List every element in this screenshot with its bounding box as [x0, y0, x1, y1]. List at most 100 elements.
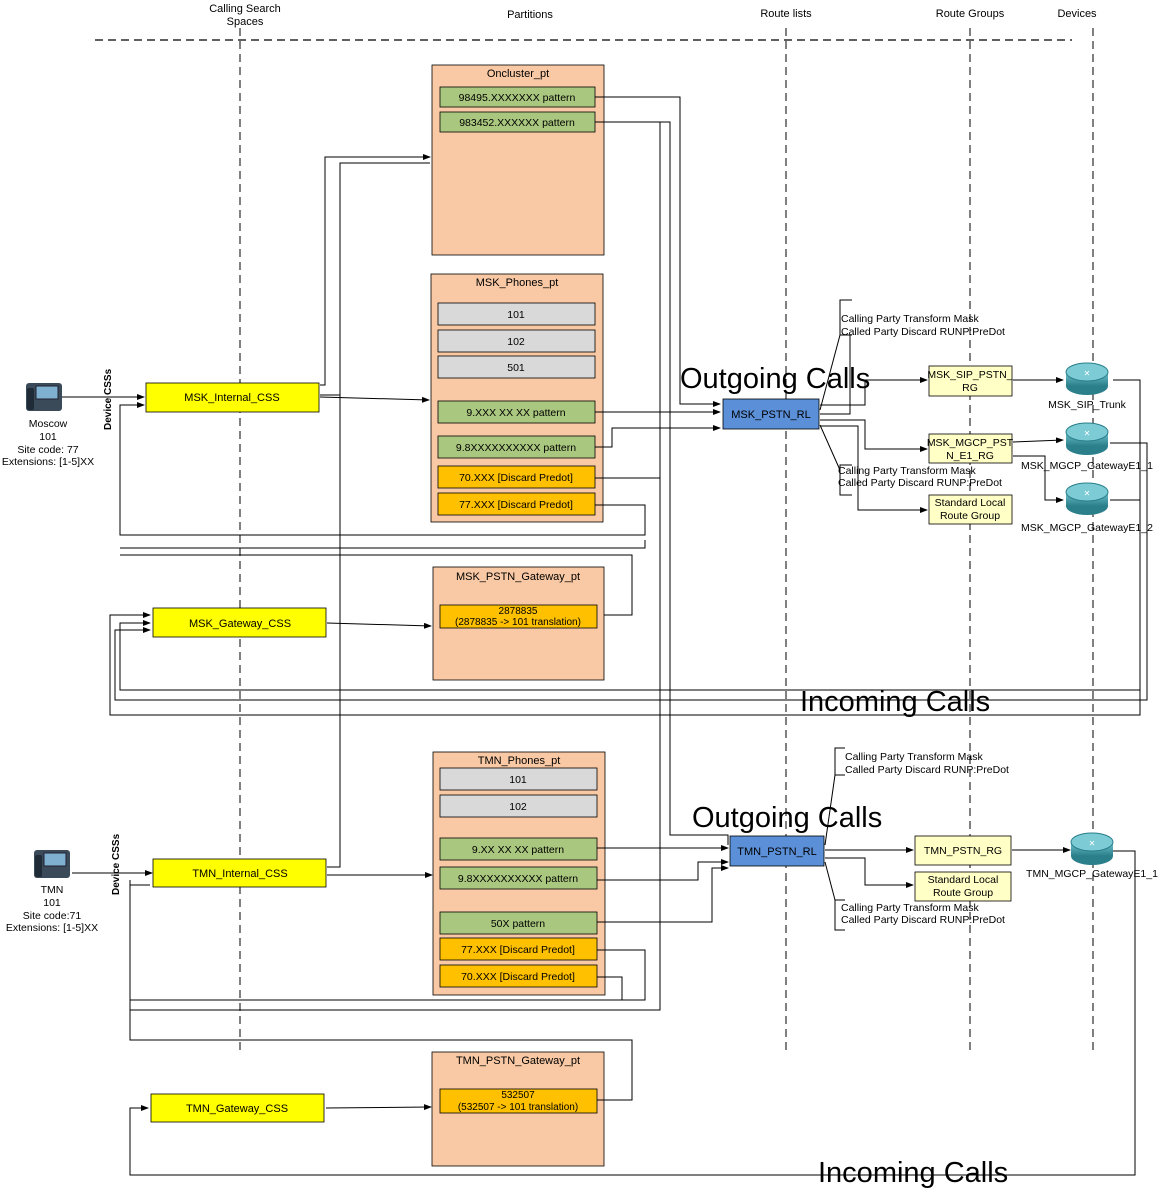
phone-tmn-icon[interactable]	[34, 850, 70, 878]
directory-number	[437, 302, 596, 326]
directory-number	[439, 794, 598, 818]
css-box-tmn-internal[interactable]	[152, 858, 327, 888]
column-header-route-groups: Route Groups	[936, 8, 1005, 20]
directory-number-label: 101	[509, 774, 527, 786]
css-box-tmn-gateway[interactable]	[150, 1093, 325, 1123]
connector	[120, 554, 633, 616]
css-box-label: TMN_Gateway_CSS	[186, 1103, 288, 1115]
connector	[819, 334, 841, 411]
incoming-calls-label-tmn: Incoming Calls	[818, 1157, 1008, 1189]
pattern-label: 98495.XXXXXXX pattern	[459, 92, 576, 104]
router-icon[interactable]: ✕	[1065, 362, 1109, 395]
transform-note: Called Party Discard RUNP:PreDot	[845, 764, 1009, 776]
route-group-tmn-pstn[interactable]	[914, 835, 1012, 866]
connector	[326, 622, 432, 629]
directory-number-label: 102	[509, 801, 527, 813]
partition-title: TMN_PSTN_Gateway_pt	[456, 1055, 580, 1067]
connector	[327, 163, 341, 868]
connector	[109, 499, 1141, 716]
outgoing-calls-label-msk: Outgoing Calls	[680, 363, 870, 395]
translation-pattern	[439, 604, 598, 629]
phone-moscow-label: Moscow	[29, 418, 68, 430]
incoming-calls-label-msk: Incoming Calls	[800, 686, 990, 718]
partition-title: Oncluster_pt	[487, 68, 549, 80]
route-list-tmn[interactable]	[729, 835, 825, 867]
phone-moscow-icon[interactable]	[26, 383, 62, 411]
css-box-label: MSK_Internal_CSS	[184, 392, 279, 404]
pattern-label: 9.8XXXXXXXXXX pattern	[456, 442, 576, 454]
connector	[320, 162, 430, 396]
router-icon[interactable]: ✕	[1065, 482, 1109, 515]
connector	[595, 96, 721, 407]
connector	[605, 121, 729, 845]
translation-label: 70.XXX [Discard Predot]	[461, 971, 575, 983]
column-header-css-line2: Spaces	[227, 16, 264, 28]
column-header-partitions: Partitions	[507, 9, 553, 21]
translation-pattern	[439, 964, 598, 988]
connector	[825, 857, 914, 888]
route-group-label: MSK_SIP_PSTN_	[927, 369, 1012, 381]
directory-number-label: 501	[507, 362, 525, 374]
translation-label: 2878835	[499, 606, 538, 617]
connector	[119, 402, 646, 536]
connector	[320, 154, 431, 386]
partition-oncluster: Oncluster_pt 98495.XXXXXXX pattern 98345…	[431, 64, 605, 256]
connector	[595, 425, 721, 448]
svg-text:✕: ✕	[1089, 839, 1096, 848]
translation-label: 532507	[501, 1090, 535, 1101]
device-label: TMN_MGCP_GatewayE1_1	[1026, 868, 1158, 880]
connector	[819, 424, 841, 471]
route-group-msk-local[interactable]	[928, 494, 1013, 525]
transform-note: Called Party Discard RUNP:PreDot	[838, 477, 1002, 489]
css-box-msk-internal[interactable]	[145, 382, 320, 413]
route-list-msk[interactable]	[722, 398, 820, 430]
translation-label: (532507 -> 101 translation)	[458, 1102, 578, 1113]
svg-text:✕: ✕	[1084, 369, 1091, 378]
translation-pattern	[439, 937, 598, 961]
phone-tmn-dn: 101	[43, 897, 61, 909]
route-group-msk-mgcp[interactable]	[928, 433, 1013, 464]
css-box-msk-gateway[interactable]	[152, 607, 327, 638]
route-group-msk-sip[interactable]	[928, 365, 1013, 397]
pattern-item	[439, 866, 598, 890]
route-list-label: TMN_PSTN_RL	[737, 846, 816, 858]
connector	[597, 976, 623, 1000]
device-label: MSK_MGCP_GatewayE1_1	[1021, 460, 1153, 472]
connector	[325, 1104, 432, 1111]
router-icon[interactable]: ✕	[1065, 422, 1109, 455]
partition-title: MSK_PSTN_Gateway_pt	[456, 571, 580, 583]
directory-number	[439, 767, 598, 791]
transform-note: Called Party Discard RUNP:PreDot	[841, 914, 1005, 926]
connector	[1013, 455, 1064, 503]
transform-note: Calling Party Transform Mask	[841, 902, 979, 914]
route-group-label: Standard Local	[935, 497, 1006, 509]
connector	[129, 885, 633, 1101]
outgoing-calls-label-tmn: Outgoing Calls	[692, 802, 882, 834]
translation-label: 77.XXX [Discard Predot]	[459, 499, 573, 511]
partition-title: TMN_Phones_pt	[478, 755, 561, 767]
column-header-route-lists: Route lists	[760, 8, 812, 20]
transform-note: Calling Party Transform Mask	[841, 313, 979, 325]
bracket	[839, 464, 852, 496]
directory-number	[437, 355, 596, 379]
route-group-label: Standard Local	[928, 874, 999, 886]
connector	[820, 425, 928, 513]
route-group-label: TMN_PSTN_RG	[924, 845, 1002, 857]
connector	[824, 861, 836, 901]
svg-text:✕: ✕	[1084, 429, 1091, 438]
connector-lines	[62, 96, 1148, 1176]
phone-tmn-ext: Extensions: [1-5]XX	[6, 922, 98, 934]
pattern-label: 983452.XXXXXX pattern	[459, 117, 575, 129]
column-header-devices: Devices	[1057, 8, 1097, 20]
partition-tmn-pstn-gateway: TMN_PSTN_Gateway_pt 532507 (532507 -> 10…	[431, 1051, 605, 1167]
connector	[824, 774, 836, 846]
router-icon[interactable]: ✕	[1070, 832, 1114, 865]
route-group-label: RG	[962, 382, 978, 394]
device-label: MSK_MGCP_GatewayE1_2	[1021, 522, 1153, 534]
partition-msk-pstn-gateway: MSK_PSTN_Gateway_pt 2878835 (2878835 -> …	[432, 566, 605, 681]
connector	[1012, 437, 1064, 444]
pattern-item	[439, 911, 598, 935]
device-css-vertical-label-msk: Device CSSs	[103, 368, 114, 430]
route-group-tmn-local[interactable]	[914, 871, 1012, 902]
